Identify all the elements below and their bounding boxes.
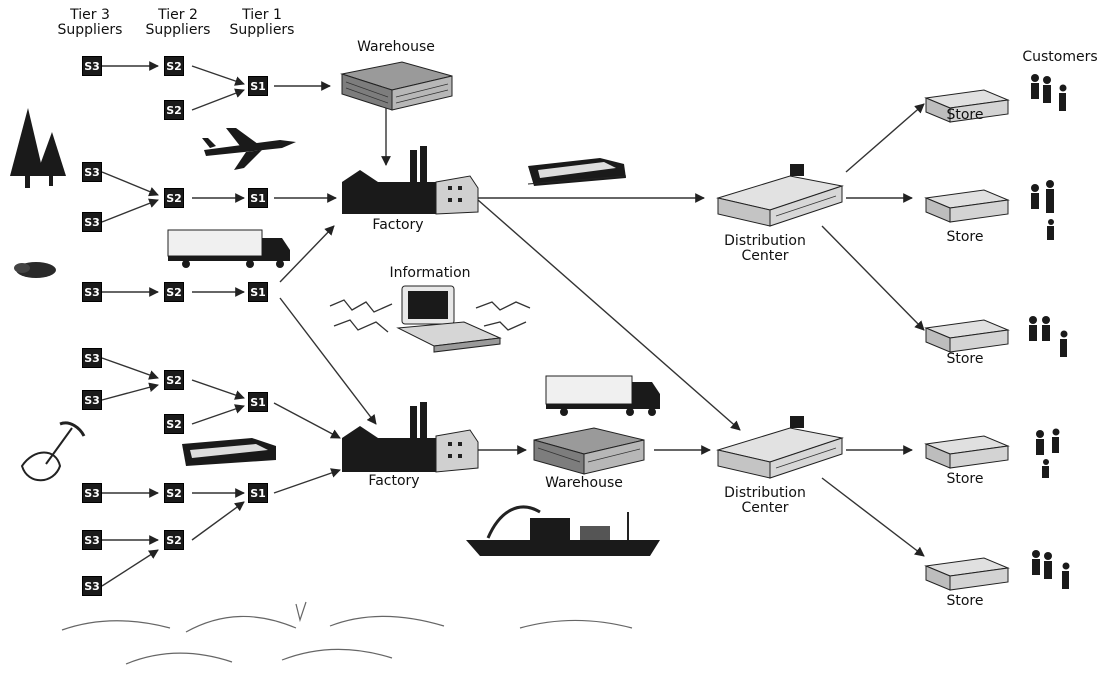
warehouse-bottom-label: Warehouse xyxy=(534,476,634,491)
factory-bottom-label: Factory xyxy=(354,474,434,489)
train-icon xyxy=(528,158,626,186)
distribution-center-bottom-icon xyxy=(718,416,842,478)
customers-icon xyxy=(1029,316,1068,357)
ship-icon xyxy=(466,507,660,556)
distribution-center-top-label: Distribution Center xyxy=(720,234,810,264)
truck-icon xyxy=(546,376,660,416)
supplier-tier2-node: S2 xyxy=(164,483,184,503)
tier2-header: Tier 2 Suppliers xyxy=(138,8,218,38)
arrow xyxy=(102,200,158,222)
arrow xyxy=(846,104,924,172)
factory-top-label: Factory xyxy=(358,218,438,233)
store-icon xyxy=(926,190,1008,222)
terrain-lines xyxy=(62,602,632,664)
arrow xyxy=(822,226,924,330)
store-label: Store xyxy=(930,108,1000,123)
store-label: Store xyxy=(930,230,1000,245)
warehouse-top-icon xyxy=(342,62,452,110)
customers-icon xyxy=(1031,180,1054,240)
supplier-tier1-node: S1 xyxy=(248,282,268,302)
distribution-center-top-icon xyxy=(718,164,842,226)
arrow xyxy=(102,358,158,378)
tier1-header: Tier 1 Suppliers xyxy=(222,8,302,38)
store-label: Store xyxy=(930,352,1000,367)
warehouse-top-label: Warehouse xyxy=(346,40,446,55)
arrow xyxy=(102,385,158,400)
supplier-tier2-node: S2 xyxy=(164,56,184,76)
arrow xyxy=(102,172,158,195)
customers-label: Customers xyxy=(1020,50,1100,65)
train-icon xyxy=(182,438,276,466)
tier3-header: Tier 3 Suppliers xyxy=(54,8,126,38)
store-label: Store xyxy=(930,594,1000,609)
supplier-tier2-node: S2 xyxy=(164,530,184,550)
pickaxe-icon xyxy=(22,423,84,480)
supplier-tier1-node: S1 xyxy=(248,392,268,412)
arrow xyxy=(102,550,158,586)
supplier-tier3-node: S3 xyxy=(82,576,102,596)
supplier-tier3-node: S3 xyxy=(82,162,102,182)
supplier-tier1-node: S1 xyxy=(248,76,268,96)
factory-top-icon xyxy=(342,146,478,214)
store-icon xyxy=(926,558,1008,590)
rocks-icon xyxy=(14,262,56,278)
supplier-tier1-node: S1 xyxy=(248,483,268,503)
supplier-tier2-node: S2 xyxy=(164,100,184,120)
arrow xyxy=(280,298,376,424)
factory-bottom-icon xyxy=(342,402,478,472)
store-label: Store xyxy=(930,472,1000,487)
supplier-tier3-node: S3 xyxy=(82,282,102,302)
trees-icon xyxy=(10,108,66,188)
supplier-tier3-node: S3 xyxy=(82,530,102,550)
supplier-tier1-node: S1 xyxy=(248,188,268,208)
supplier-tier3-node: S3 xyxy=(82,348,102,368)
arrow xyxy=(192,380,244,398)
supplier-tier2-node: S2 xyxy=(164,370,184,390)
truck-icon xyxy=(168,230,290,268)
arrow xyxy=(192,66,244,84)
arrow xyxy=(274,403,340,438)
warehouse-bottom-icon xyxy=(534,428,644,474)
store-icon xyxy=(926,436,1008,468)
arrow xyxy=(192,502,244,540)
distribution-center-bottom-label: Distribution Center xyxy=(720,486,810,516)
supplier-tier3-node: S3 xyxy=(82,483,102,503)
arrow xyxy=(822,478,924,556)
arrow xyxy=(274,470,340,493)
customers-icon xyxy=(1032,550,1070,589)
customers-icon xyxy=(1031,74,1067,111)
airplane-icon xyxy=(202,128,296,170)
arrow xyxy=(192,90,244,110)
store-icon xyxy=(926,320,1008,352)
customers-icon xyxy=(1036,429,1060,479)
supplier-tier2-node: S2 xyxy=(164,188,184,208)
supplier-tier3-node: S3 xyxy=(82,56,102,76)
arrow xyxy=(192,406,244,424)
supplier-tier3-node: S3 xyxy=(82,390,102,410)
supplier-tier2-node: S2 xyxy=(164,282,184,302)
supplier-tier2-node: S2 xyxy=(164,414,184,434)
information-label: Information xyxy=(380,266,480,281)
computer-icon xyxy=(330,286,530,352)
supplier-tier3-node: S3 xyxy=(82,212,102,232)
